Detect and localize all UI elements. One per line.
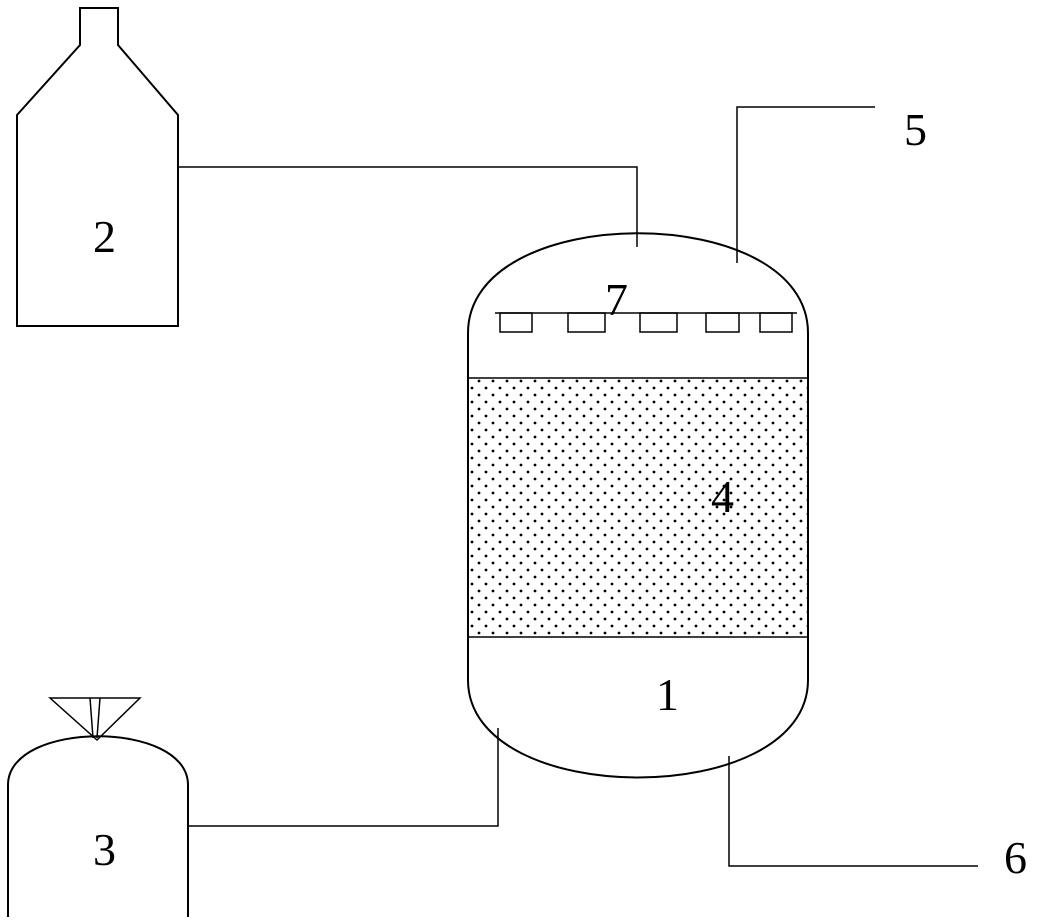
bottle-feed-pipe bbox=[178, 166, 638, 247]
label-outlet-bottom: 6 bbox=[1004, 832, 1027, 883]
label-outlet-top: 5 bbox=[904, 104, 927, 155]
label-packing: 4 bbox=[711, 471, 734, 522]
tank-vessel bbox=[7, 697, 189, 917]
label-distributor: 7 bbox=[605, 274, 628, 325]
packing-bed bbox=[468, 377, 808, 638]
tank-feed-pipe bbox=[188, 728, 499, 827]
bottle-vessel bbox=[16, 7, 179, 327]
bottom-outlet-pipe bbox=[728, 756, 978, 867]
label-reactor: 1 bbox=[656, 669, 679, 720]
top-outlet-pipe bbox=[736, 106, 875, 263]
reactor-vessel bbox=[467, 232, 809, 779]
label-tank: 3 bbox=[93, 824, 116, 875]
distributor bbox=[495, 312, 797, 333]
label-bottle: 2 bbox=[93, 211, 116, 262]
